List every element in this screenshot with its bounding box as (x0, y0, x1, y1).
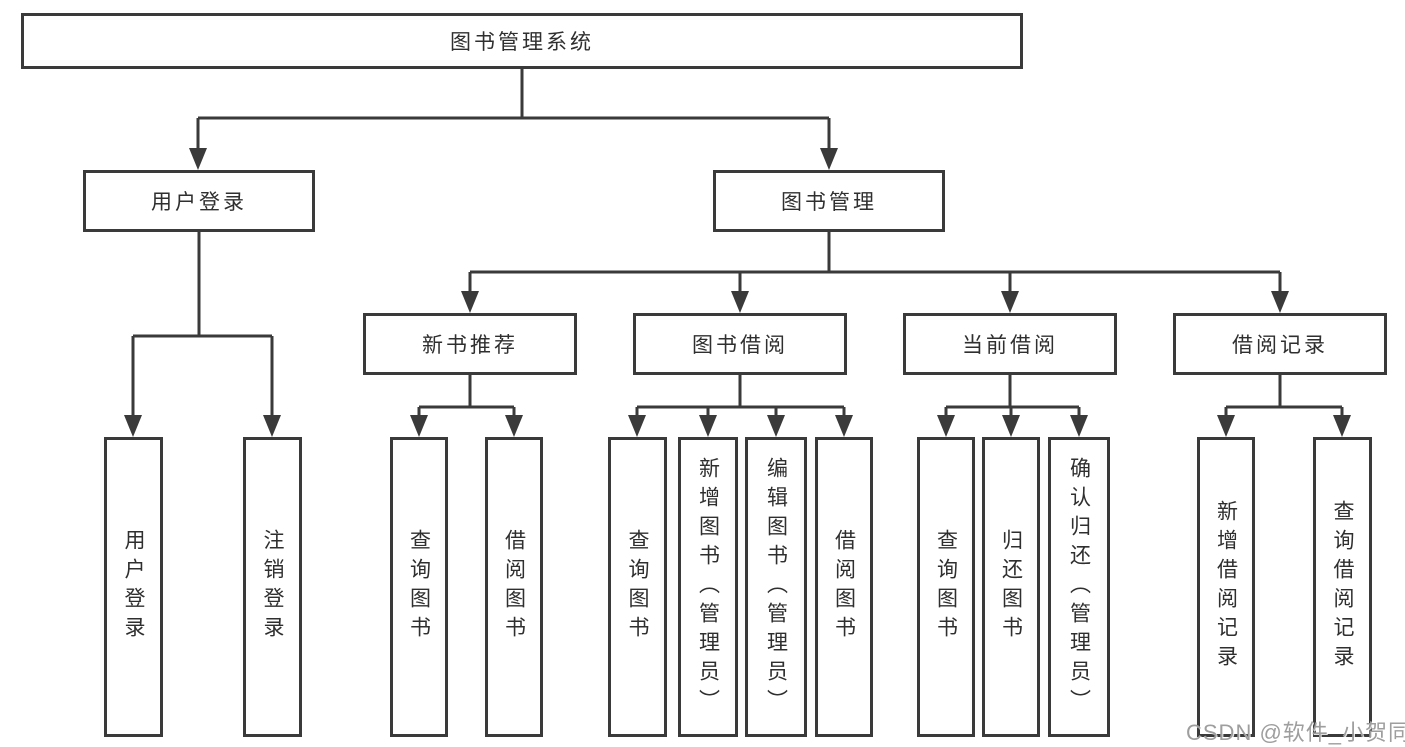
leaf-add-books-admin: 新增图书（管理员） (678, 437, 738, 737)
node-library-system: 图书管理系统 (21, 13, 1023, 69)
leaf-query-books-current: 查询图书 (917, 437, 975, 737)
node-book-borrow: 图书借阅 (633, 313, 847, 375)
node-new-book-recommend: 新书推荐 (363, 313, 577, 375)
node-current-borrow: 当前借阅 (903, 313, 1117, 375)
leaf-logout: 注销登录 (243, 437, 302, 737)
leaf-query-borrow-record: 查询借阅记录 (1313, 437, 1372, 737)
leaf-add-borrow-record: 新增借阅记录 (1197, 437, 1255, 737)
node-borrow-records: 借阅记录 (1173, 313, 1387, 375)
leaf-confirm-return-admin: 确认归还（管理员） (1048, 437, 1110, 737)
leaf-query-books-borrow: 查询图书 (608, 437, 667, 737)
leaf-borrow-books-recommend: 借阅图书 (485, 437, 543, 737)
leaf-user-login: 用户登录 (104, 437, 163, 737)
csdn-watermark: CSDN @软件_小贺同学 (1186, 720, 1405, 745)
leaf-edit-books-admin: 编辑图书（管理员） (745, 437, 807, 737)
node-book-management: 图书管理 (713, 170, 945, 232)
leaf-query-books-recommend: 查询图书 (390, 437, 448, 737)
leaf-borrow-books: 借阅图书 (815, 437, 873, 737)
leaf-return-books: 归还图书 (982, 437, 1040, 737)
node-user-login: 用户登录 (83, 170, 315, 232)
arrow-down-icon (124, 148, 1351, 437)
